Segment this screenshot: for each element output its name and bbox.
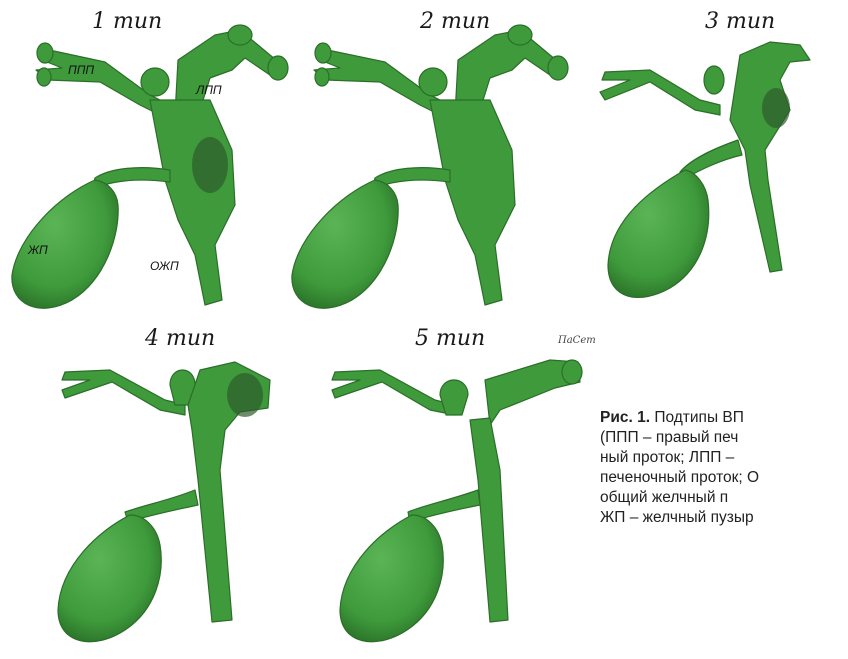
caption-line-5: общий желчный п (600, 488, 848, 508)
panel-5-label: 5 тип (415, 326, 485, 351)
label-lpp: ЛПП (195, 83, 222, 97)
label-ppp: ППП (68, 63, 94, 77)
panel-4-label: 4 тип (144, 326, 215, 351)
caption-line-6: ЖП – желчный пузыр (600, 508, 848, 528)
label-ozhp: ОЖП (150, 259, 179, 273)
panel-2-label: 2 тип (419, 9, 490, 34)
panel-type-5: 5 тип ПаСет (332, 326, 596, 642)
panel-1-label: 1 тип (92, 9, 162, 34)
panel-type-4: 4 тип (58, 326, 270, 642)
caption-line-2: (ППП – правый печ (600, 428, 848, 448)
caption-line-3: ный проток; ЛПП – (600, 448, 848, 468)
panel-3-label: 3 тип (705, 9, 775, 34)
caption-fig-ref: Рис. 1. (600, 409, 650, 426)
figure-caption: Рис. 1. Подтипы ВП (ППП – правый печ ный… (600, 408, 848, 528)
caption-line-4: печеночный проток; О (600, 468, 848, 488)
label-zhp: ЖП (27, 243, 48, 257)
watermark: ПаСет (557, 335, 596, 346)
panel-type-3: 3 тип (600, 9, 810, 297)
panel-type-1: 1 тип ППП ЛПП ЖП ОЖП (12, 9, 288, 308)
caption-line-1: Подтипы ВП (650, 409, 744, 426)
panel-type-2: 2 тип (292, 9, 568, 308)
